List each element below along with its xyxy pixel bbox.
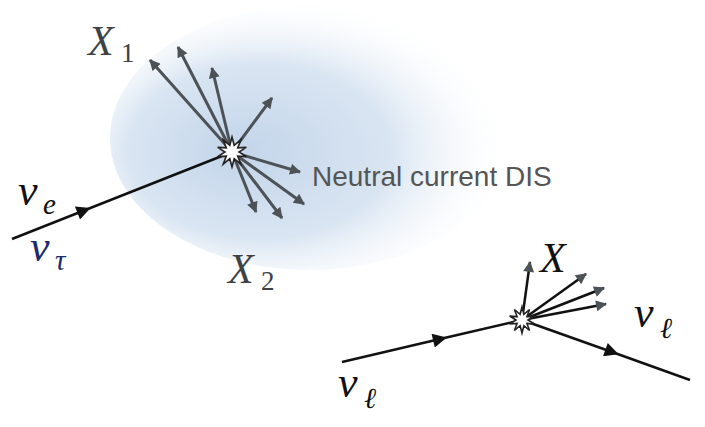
neutrino-line-segment [522, 320, 612, 352]
interaction-blob [110, 6, 510, 270]
subscript-index: 1 [121, 40, 135, 67]
vertex-burst [510, 307, 535, 333]
particle-label: ν [18, 169, 38, 213]
particle-label: X [540, 237, 566, 279]
vertex-burst [218, 137, 247, 167]
particle-label: X [228, 248, 254, 290]
particle-label: ν [30, 225, 50, 269]
particle-label: X [88, 20, 114, 62]
subscript-flavour: ℓ [660, 314, 672, 343]
neutrino-line-segment [440, 320, 522, 339]
hadron-arrows-lower [232, 152, 304, 218]
neutrino-line-segment [342, 339, 440, 362]
hadron-arrows-upper [150, 47, 272, 152]
hadron-arrow [522, 304, 606, 320]
subscript-flavour: e [43, 190, 56, 219]
hadron-arrow [178, 47, 232, 152]
subscript-flavour: τ [55, 246, 65, 275]
subscript-index: 2 [261, 268, 275, 295]
particle-label: ν [634, 291, 654, 335]
process-title: Neutral current DIS [312, 163, 552, 191]
neutrino-line-segment [84, 152, 232, 211]
subscript-flavour: ℓ [364, 384, 376, 413]
particle-label: ν [338, 361, 358, 405]
hadron-arrow [212, 68, 232, 152]
neutrino-line-segment [612, 352, 690, 380]
hadron-arrow [522, 288, 604, 320]
hadron-arrow [232, 152, 256, 212]
